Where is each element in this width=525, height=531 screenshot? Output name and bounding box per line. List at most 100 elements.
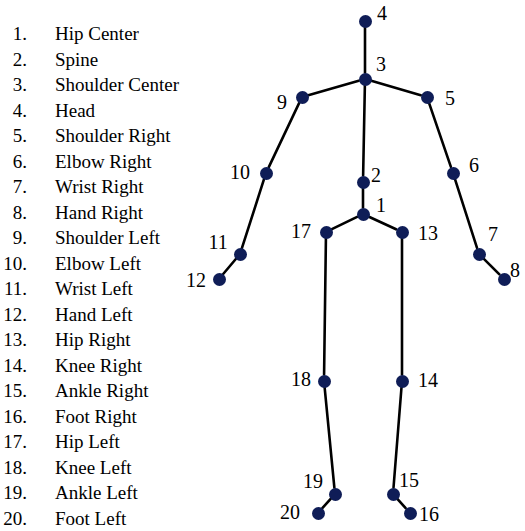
- joint-list-row: 16. Foot Right: [0, 406, 200, 428]
- joint-number: 1: [376, 194, 386, 216]
- list-number: 9.: [0, 227, 27, 249]
- list-number: 3.: [0, 74, 27, 96]
- joint-list-row: 14.Knee Right: [0, 355, 200, 377]
- joint-name: Elbow Right: [55, 151, 152, 173]
- joint-list-row: 10. Elbow Left: [0, 253, 200, 275]
- joint-number: 17: [291, 220, 311, 242]
- joint-dot: 17: [320, 226, 333, 239]
- joint-dot: 18: [318, 375, 331, 388]
- joint-list-row: 5.Shoulder Right: [0, 125, 200, 147]
- joint-list-row: 2.Spine: [0, 49, 200, 71]
- joint-name: Wrist Left: [55, 278, 133, 300]
- joint-dot: 13: [396, 226, 409, 239]
- joint-number: 14: [418, 369, 438, 391]
- list-number: 19.: [0, 482, 27, 504]
- bone-line: [322, 499, 330, 508]
- bone-line: [242, 179, 264, 248]
- joint-number: 18: [291, 368, 311, 390]
- joint-number: 4: [377, 2, 387, 24]
- joint-name: Ankle Right: [55, 380, 148, 402]
- joint-list-row: 7. Wrist Right: [0, 176, 200, 198]
- joint-dot: 10: [260, 167, 273, 180]
- joint-dot: 1: [357, 208, 370, 221]
- joint-dot: 5: [421, 91, 434, 104]
- bone-line: [324, 238, 326, 374]
- joint-name: Shoulder Left: [55, 227, 160, 249]
- list-number: 20.: [0, 508, 27, 530]
- list-number: 13.: [0, 329, 27, 351]
- joint-number: 5: [445, 87, 455, 109]
- joint-name: Foot Left: [55, 508, 126, 530]
- joint-number: 6: [469, 154, 479, 176]
- joint-number: 9: [277, 91, 287, 113]
- bone-line: [364, 28, 367, 73]
- list-number: 8.: [0, 202, 27, 224]
- joint-dot: 8: [498, 273, 511, 286]
- joint-list-row: 9. Shoulder Left: [0, 227, 200, 249]
- list-number: 11.: [0, 278, 27, 300]
- list-number: 17.: [0, 431, 27, 453]
- joint-name: Shoulder Right: [55, 125, 171, 147]
- joint-name: Hand Right: [55, 202, 143, 224]
- list-number: 15.: [0, 380, 27, 402]
- joint-name: Hand Left: [55, 304, 133, 326]
- joint-name: Foot Right: [55, 406, 137, 428]
- bone-line: [484, 259, 500, 275]
- joint-list-row: 4. Head: [0, 100, 200, 122]
- bone-line: [363, 85, 365, 175]
- joint-dot: 15: [387, 488, 400, 501]
- bone-line: [455, 179, 477, 248]
- joint-number: 13: [418, 222, 438, 244]
- joint-list-row: 13. Hip Right: [0, 329, 200, 351]
- joint-list-row: 11. Wrist Left: [0, 278, 200, 300]
- joint-list-row: 8. Hand Right: [0, 202, 200, 224]
- joint-name: Shoulder Center: [55, 74, 179, 96]
- joint-number: 10: [230, 161, 250, 183]
- list-number: 6.: [0, 151, 27, 173]
- bone-line: [223, 259, 236, 274]
- joint-list-row: 12. Hand Left: [0, 304, 200, 326]
- joint-name: Knee Left: [55, 457, 131, 479]
- joint-dot: 19: [329, 488, 342, 501]
- list-number: 4.: [0, 100, 27, 122]
- list-number: 10.: [0, 253, 27, 275]
- list-number: 12.: [0, 304, 27, 326]
- joint-number: 11: [208, 231, 227, 253]
- list-number: 18.: [0, 457, 27, 479]
- bone-line: [369, 217, 396, 230]
- joint-name: Hip Center: [55, 23, 139, 45]
- joint-dot: 12: [213, 273, 226, 286]
- joint-list-row: 18. Knee Left: [0, 457, 200, 479]
- joint-number: 15: [399, 469, 419, 491]
- joint-number: 3: [376, 53, 386, 75]
- bone-line: [325, 387, 335, 487]
- joint-number: 19: [303, 470, 323, 492]
- joint-name: Elbow Left: [55, 253, 141, 275]
- list-number: 1.: [0, 23, 27, 45]
- joint-name: Head: [55, 100, 95, 122]
- joint-name: Knee Right: [55, 355, 142, 377]
- joint-dot: 20: [312, 507, 325, 520]
- joint-number: 20: [280, 501, 300, 523]
- bone-line: [362, 189, 365, 208]
- joint-number: 2: [371, 164, 381, 186]
- joint-dot: 3: [359, 73, 372, 86]
- list-number: 7.: [0, 176, 27, 198]
- bone-line: [308, 81, 359, 95]
- joint-list-row: 19.Ankle Left: [0, 482, 200, 504]
- joint-name: Hip Left: [55, 431, 120, 453]
- list-number: 2.: [0, 49, 27, 71]
- joint-name: Hip Right: [55, 329, 130, 351]
- joint-list-row: 6. Elbow Right: [0, 151, 200, 173]
- joint-name: Wrist Right: [55, 176, 143, 198]
- bone-line: [429, 103, 451, 167]
- list-number: 16.: [0, 406, 27, 428]
- joint-dot: 6: [447, 167, 460, 180]
- joint-dot: 11: [234, 248, 247, 261]
- joint-dot: 2: [357, 176, 370, 189]
- joint-dot: 14: [396, 375, 409, 388]
- joint-number: 8: [510, 259, 520, 281]
- joint-dot: 16: [404, 507, 417, 520]
- joint-list-row: 20. Foot Left: [0, 508, 200, 530]
- joint-number: 12: [186, 269, 206, 291]
